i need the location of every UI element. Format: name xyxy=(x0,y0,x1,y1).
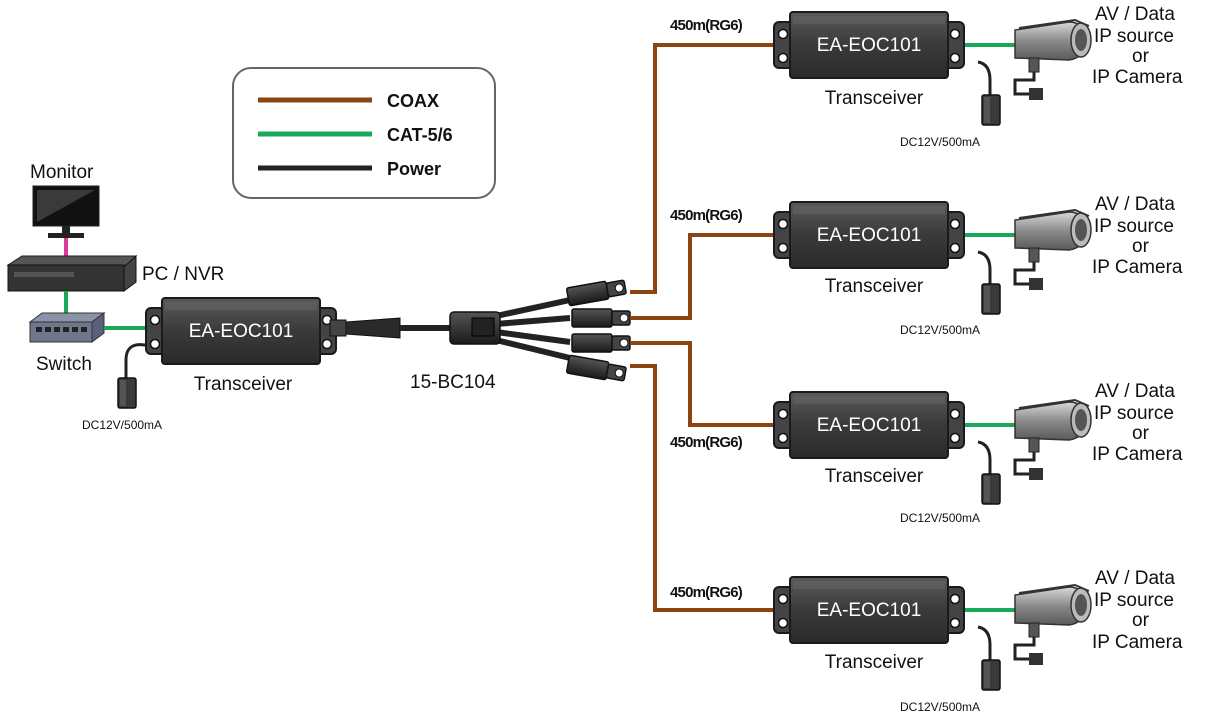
branch-1-distance: 450m(RG6) xyxy=(670,17,743,34)
legend-label-power: Power xyxy=(387,159,441,179)
branch-4-distance: 450m(RG6) xyxy=(670,584,743,601)
branch-1-caption: Transceiver xyxy=(825,88,924,109)
branch-2: 450m(RG6) EA-EOC101 Transceiver DC12V/50… xyxy=(670,194,1183,337)
branch-3-power: DC12V/500mA xyxy=(900,511,980,525)
branch-3-caption: Transceiver xyxy=(825,466,924,487)
coax-run-4 xyxy=(630,364,778,612)
branch-1-endpoint-line1: AV / Data xyxy=(1095,4,1175,25)
branch-3-endpoint-line2: IP source xyxy=(1094,403,1174,424)
branch-1-camera-icon xyxy=(1013,18,1093,102)
switch: Switch xyxy=(28,312,106,375)
branch-2-endpoint-line3: or xyxy=(1132,236,1150,257)
coax-run-1 xyxy=(630,43,778,294)
branch-3-distance: 450m(RG6) xyxy=(670,434,743,451)
branch-1-power: DC12V/500mA xyxy=(900,135,980,149)
branch-2-power: DC12V/500mA xyxy=(900,323,980,337)
branch-2-camera-icon xyxy=(1013,208,1093,292)
branch-1: 450m(RG6) EA-EOC101 Transceiver DC12V/50… xyxy=(670,4,1183,149)
left-transceiver: EA-EOC101 Transceiver DC12V/500mA xyxy=(82,297,337,432)
branch-3-endpoint-line1: AV / Data xyxy=(1095,381,1175,402)
left-transceiver-model: EA-EOC101 xyxy=(189,321,294,342)
coax-run-2 xyxy=(630,233,778,320)
branch-1-endpoint-line2: IP source xyxy=(1094,26,1174,47)
pc-nvr-label: PC / NVR xyxy=(142,264,224,285)
splitter-cable xyxy=(329,317,452,339)
branch-1-endpoint-line4: IP Camera xyxy=(1092,67,1183,88)
splitter-label: 15-BC104 xyxy=(410,372,496,393)
branch-4: 450m(RG6) EA-EOC101 Transceiver DC12V/50… xyxy=(670,568,1183,714)
legend: COAX CAT-5/6 Power xyxy=(232,67,496,199)
coax-runs xyxy=(630,43,778,612)
branch-3-model: EA-EOC101 xyxy=(817,415,922,436)
branch-2-model: EA-EOC101 xyxy=(817,225,922,246)
legend-label-cat: CAT-5/6 xyxy=(387,125,453,145)
coax-run-3 xyxy=(630,341,778,427)
branch-3-endpoint-line4: IP Camera xyxy=(1092,444,1183,465)
branch-4-caption: Transceiver xyxy=(825,652,924,673)
branch-4-power: DC12V/500mA xyxy=(900,700,980,714)
branch-2-distance: 450m(RG6) xyxy=(670,207,743,224)
branch-4-camera-icon xyxy=(1013,583,1093,667)
legend-label-coax: COAX xyxy=(387,91,439,111)
monitor-label: Monitor xyxy=(30,162,94,183)
left-power-label: DC12V/500mA xyxy=(82,418,162,432)
branch-3-endpoint-line3: or xyxy=(1132,423,1150,444)
monitor: Monitor xyxy=(30,162,100,238)
branch-2-endpoint-line2: IP source xyxy=(1094,216,1174,237)
branch-4-model: EA-EOC101 xyxy=(817,600,922,621)
branch-4-endpoint-line3: or xyxy=(1132,610,1150,631)
branch-3-camera-icon xyxy=(1013,398,1093,482)
branch-4-endpoint-line4: IP Camera xyxy=(1092,632,1183,653)
branch-2-endpoint-line1: AV / Data xyxy=(1095,194,1175,215)
pc-nvr: PC / NVR xyxy=(6,254,224,292)
left-transceiver-caption: Transceiver xyxy=(194,374,293,395)
branch-2-caption: Transceiver xyxy=(825,276,924,297)
branch-4-endpoint-line1: AV / Data xyxy=(1095,568,1175,589)
branch-3: 450m(RG6) EA-EOC101 Transceiver DC12V/50… xyxy=(670,381,1183,525)
splitter-15-bc104: 15-BC104 xyxy=(410,277,631,393)
branch-2-endpoint-line4: IP Camera xyxy=(1092,257,1183,278)
branch-1-endpoint-line3: or xyxy=(1132,46,1150,67)
branch-4-endpoint-line2: IP source xyxy=(1094,590,1174,611)
branch-1-model: EA-EOC101 xyxy=(817,35,922,56)
switch-label: Switch xyxy=(36,354,92,375)
